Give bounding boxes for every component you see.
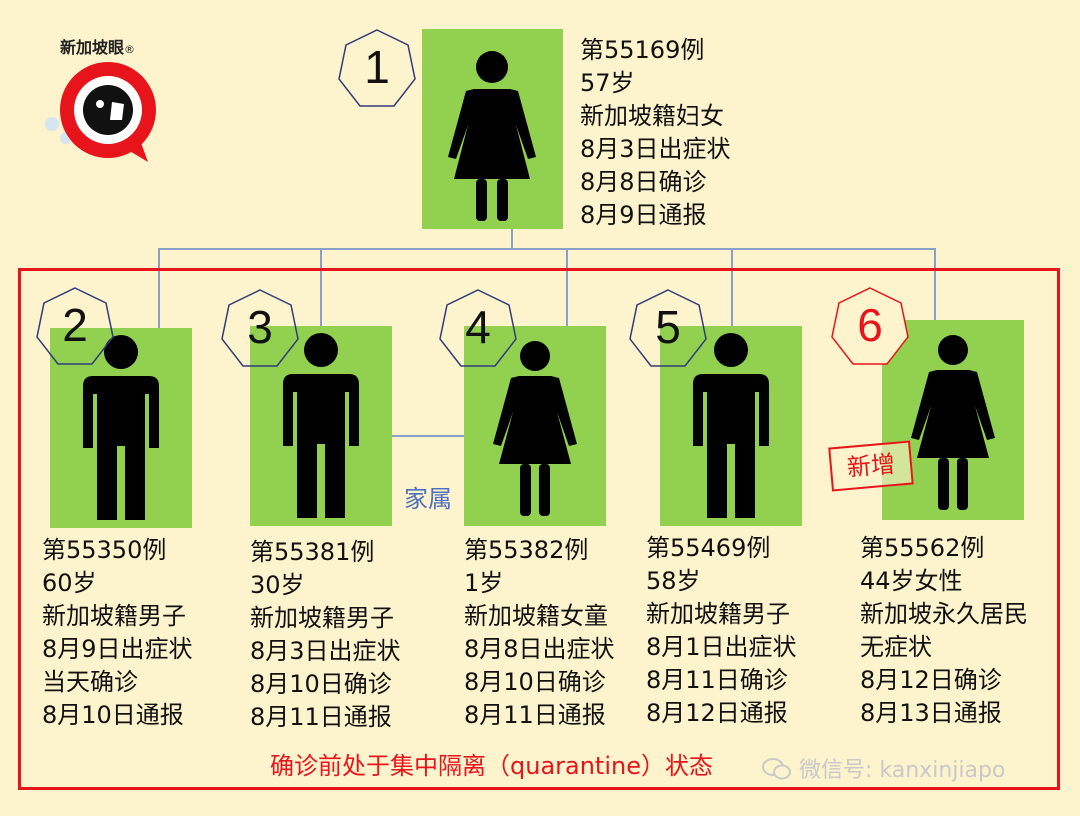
figure-box — [422, 29, 563, 229]
patient-info: 第55350例 60岁 新加坡籍男子 8月9日出症状 当天确诊 8月10日通报 — [42, 534, 193, 732]
patient-info: 第55169例 57岁 新加坡籍妇女 8月3日出症状 8月8日确诊 8月9日通报 — [580, 34, 731, 232]
age: 58岁 — [646, 567, 701, 595]
branch-line-6 — [934, 248, 936, 320]
wechat-icon — [762, 758, 791, 780]
age: 44岁女性 — [860, 567, 963, 595]
reported-date: 8月11日通报 — [250, 703, 392, 731]
reported-date: 8月12日通报 — [646, 699, 788, 727]
registered-mark: ® — [124, 43, 136, 56]
reported-date: 8月11日通报 — [464, 701, 606, 729]
symptom-date: 8月9日出症状 — [42, 635, 193, 663]
badge-number: 2 — [62, 299, 88, 351]
quarantine-caption: 确诊前处于集中隔离（quarantine）状态 — [270, 752, 713, 780]
symptom-date: 8月3日出症状 — [250, 637, 401, 665]
number-badge — [338, 29, 416, 107]
family-link-line — [392, 435, 464, 437]
logo-text: 新加坡眼 — [60, 38, 125, 57]
confirmed-date: 8月10日确诊 — [464, 668, 606, 696]
female-figure-icon — [911, 335, 995, 510]
number-badge — [439, 289, 517, 367]
symptom-status: 无症状 — [860, 633, 932, 661]
symptom-date: 8月8日出症状 — [464, 635, 615, 663]
age: 60岁 — [42, 569, 97, 597]
figure-box — [50, 328, 192, 528]
reported-date: 8月13日通报 — [860, 699, 1002, 727]
symptom-date: 8月3日出症状 — [580, 135, 731, 163]
symptom-date: 8月1日出症状 — [646, 633, 797, 661]
case-number: 第55350例 — [42, 536, 167, 564]
branch-line-4 — [566, 248, 568, 326]
badge-number: 5 — [655, 301, 681, 353]
branch-line-3 — [320, 248, 322, 326]
badge-number: 1 — [364, 41, 390, 93]
identity: 新加坡籍女童 — [464, 602, 608, 630]
branch-line-2 — [158, 248, 160, 328]
quarantine-group-box — [18, 268, 1060, 790]
female-figure-icon — [493, 341, 577, 516]
patient-info: 第55381例 30岁 新加坡籍男子 8月3日出症状 8月10日确诊 8月11日… — [250, 536, 401, 734]
patient-info: 第55382例 1岁 新加坡籍女童 8月8日出症状 8月10日确诊 8月11日通… — [464, 534, 615, 732]
case-number: 第55382例 — [464, 536, 589, 564]
confirmed-date: 8月8日确诊 — [580, 168, 707, 196]
case-number: 第55169例 — [580, 36, 705, 64]
number-badge — [36, 287, 114, 365]
reported-date: 8月9日通报 — [580, 201, 707, 229]
confirmed-date: 8月11日确诊 — [646, 666, 788, 694]
badge-number: 3 — [247, 301, 273, 353]
age: 57岁 — [580, 69, 635, 97]
wechat-watermark: 微信号: kanxinjiapo — [762, 752, 1005, 784]
identity: 新加坡籍男子 — [646, 600, 790, 628]
horizontal-bus-line — [158, 248, 936, 250]
number-badge — [221, 289, 299, 367]
badge-number: 6 — [857, 299, 883, 351]
patient-info: 第55562例 44岁女性 新加坡永久居民 无症状 8月12日确诊 8月13日通… — [860, 532, 1028, 730]
patient-info: 第55469例 58岁 新加坡籍男子 8月1日出症状 8月11日确诊 8月12日… — [646, 532, 797, 730]
age: 1岁 — [464, 569, 504, 597]
watermark-text: 微信号: kanxinjiapo — [799, 758, 1006, 783]
male-figure-icon — [83, 335, 159, 520]
new-case-stamp: 新增 — [828, 440, 914, 492]
male-figure-icon — [693, 333, 769, 518]
family-label: 家属 — [404, 485, 452, 513]
branch-line-5 — [731, 248, 733, 326]
number-badge — [629, 289, 707, 367]
identity: 新加坡籍妇女 — [580, 102, 724, 130]
identity: 新加坡永久居民 — [860, 600, 1028, 628]
figure-box — [660, 326, 802, 526]
case-number: 第55381例 — [250, 538, 375, 566]
figure-box — [464, 326, 606, 526]
case-number: 第55469例 — [646, 534, 771, 562]
badge-number: 4 — [465, 301, 491, 353]
figure-box — [250, 326, 392, 526]
confirmed-date: 当天确诊 — [42, 668, 138, 696]
case-number: 第55562例 — [860, 534, 985, 562]
male-figure-icon — [283, 333, 359, 518]
confirmed-date: 8月10日确诊 — [250, 670, 392, 698]
identity: 新加坡籍男子 — [250, 604, 394, 632]
root-drop-line — [511, 228, 513, 248]
reported-date: 8月10日通报 — [42, 701, 184, 729]
identity: 新加坡籍男子 — [42, 602, 186, 630]
confirmed-date: 8月12日确诊 — [860, 666, 1002, 694]
number-badge — [831, 287, 909, 365]
logo-mark-icon — [45, 62, 156, 162]
female-figure-icon — [448, 51, 536, 221]
figure-box — [882, 320, 1024, 520]
age: 30岁 — [250, 571, 305, 599]
